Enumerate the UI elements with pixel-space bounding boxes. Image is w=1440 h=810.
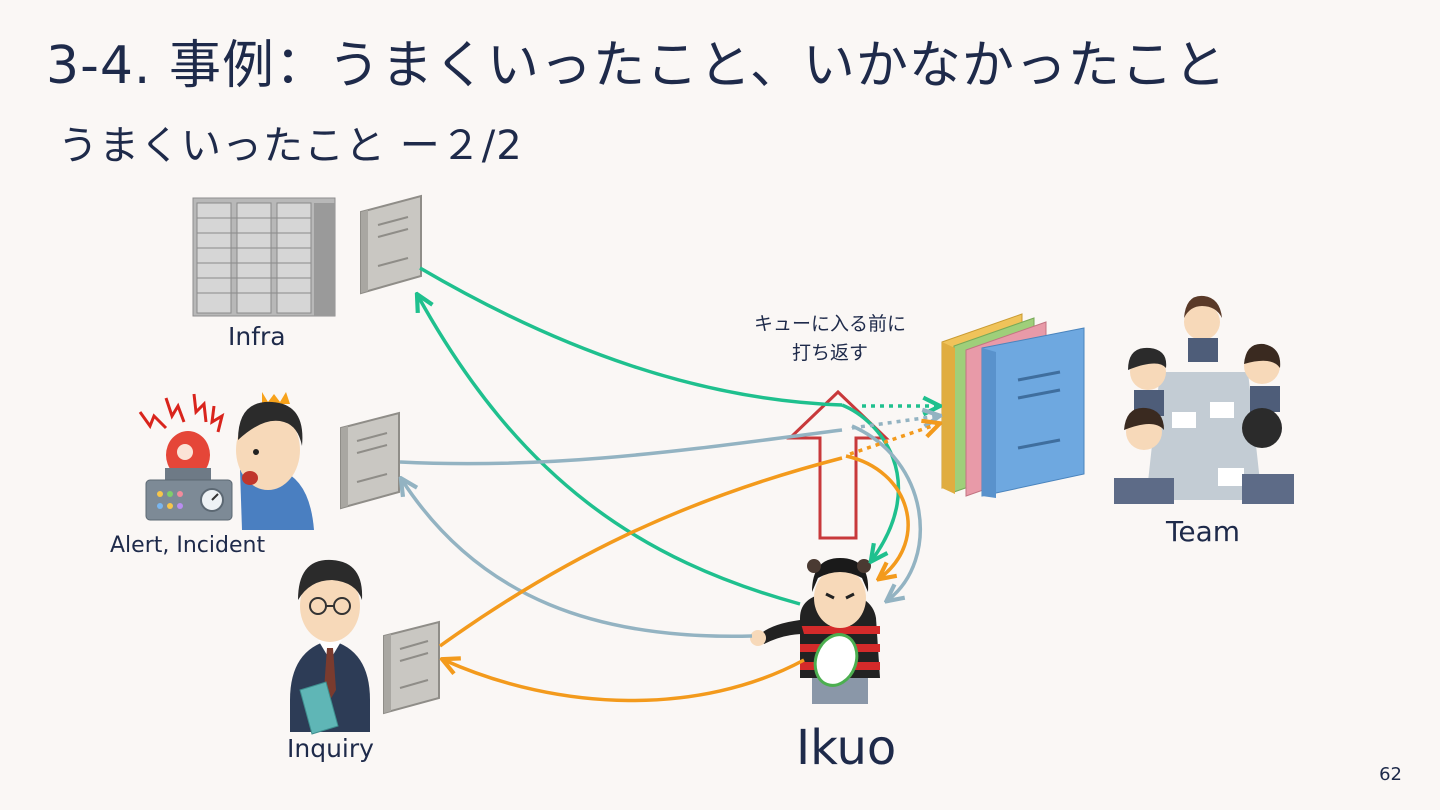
businessman-icon	[290, 559, 370, 735]
orange-flow-dotted-to-team	[849, 424, 938, 456]
alarm-siren-icon	[138, 393, 233, 521]
document-icon	[360, 194, 422, 295]
page-title: 3-4. 事例：うまくいったこと、いかなかったこと	[46, 36, 1227, 96]
queue-note: キューに入る前に 打ち返す	[715, 310, 945, 367]
green-flow-ikuo-to-infra	[418, 296, 801, 606]
up-arrow-icon	[786, 389, 890, 540]
server-rack-icon	[192, 197, 336, 317]
binders-icon	[941, 313, 1085, 498]
bluegray-flow-dotted-to-team	[851, 416, 938, 430]
document-icon	[340, 411, 400, 510]
infra-label: Infra	[228, 322, 286, 351]
orange-flow-team-to-ikuo	[845, 454, 910, 578]
bluegray-flow-ikuo-to-alert	[402, 480, 753, 639]
green-flow-infra-to-team	[419, 266, 843, 407]
shocked-person-icon	[236, 392, 314, 530]
page-subtitle: うまくいったこと ー２/2	[58, 123, 523, 169]
document-icon	[383, 620, 440, 715]
rugby-player-icon	[750, 558, 880, 704]
orange-flow-inquiry-to-team	[438, 456, 843, 648]
page-number: 62	[1379, 764, 1402, 785]
team-label: Team	[1166, 515, 1241, 548]
meeting-team-icon	[1114, 295, 1294, 504]
alert-label: Alert, Incident	[110, 533, 266, 558]
inquiry-label: Inquiry	[287, 734, 374, 763]
ikuo-label: Ikuo	[796, 720, 897, 776]
bluegray-flow-team-to-ikuo	[851, 424, 922, 600]
queue-note-line1: キューに入る前に	[753, 313, 906, 335]
bluegray-flow-alert-to-team	[399, 428, 843, 466]
orange-flow-ikuo-to-inquiry	[444, 660, 805, 703]
queue-note-line2: 打ち返す	[791, 341, 868, 364]
